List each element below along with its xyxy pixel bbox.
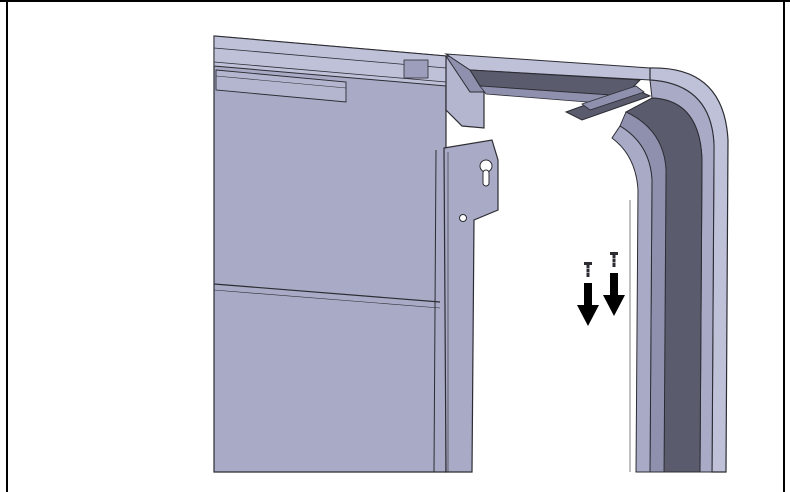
screw-hole bbox=[459, 214, 467, 222]
frame-top-border bbox=[0, 0, 790, 2]
frame-right-border bbox=[783, 0, 785, 492]
corner-housing bbox=[444, 53, 651, 129]
frame-left-border bbox=[6, 0, 8, 492]
back-panel bbox=[213, 35, 447, 473]
mounting-bracket bbox=[443, 139, 499, 473]
arrow-down-icon bbox=[603, 273, 625, 316]
arrow-down-icon bbox=[577, 283, 599, 326]
screw-icon bbox=[610, 252, 618, 267]
keyhole-slot bbox=[479, 159, 493, 187]
frame-profile bbox=[611, 67, 729, 473]
corner-clip-plate bbox=[564, 85, 652, 121]
screw-icon bbox=[584, 262, 592, 277]
